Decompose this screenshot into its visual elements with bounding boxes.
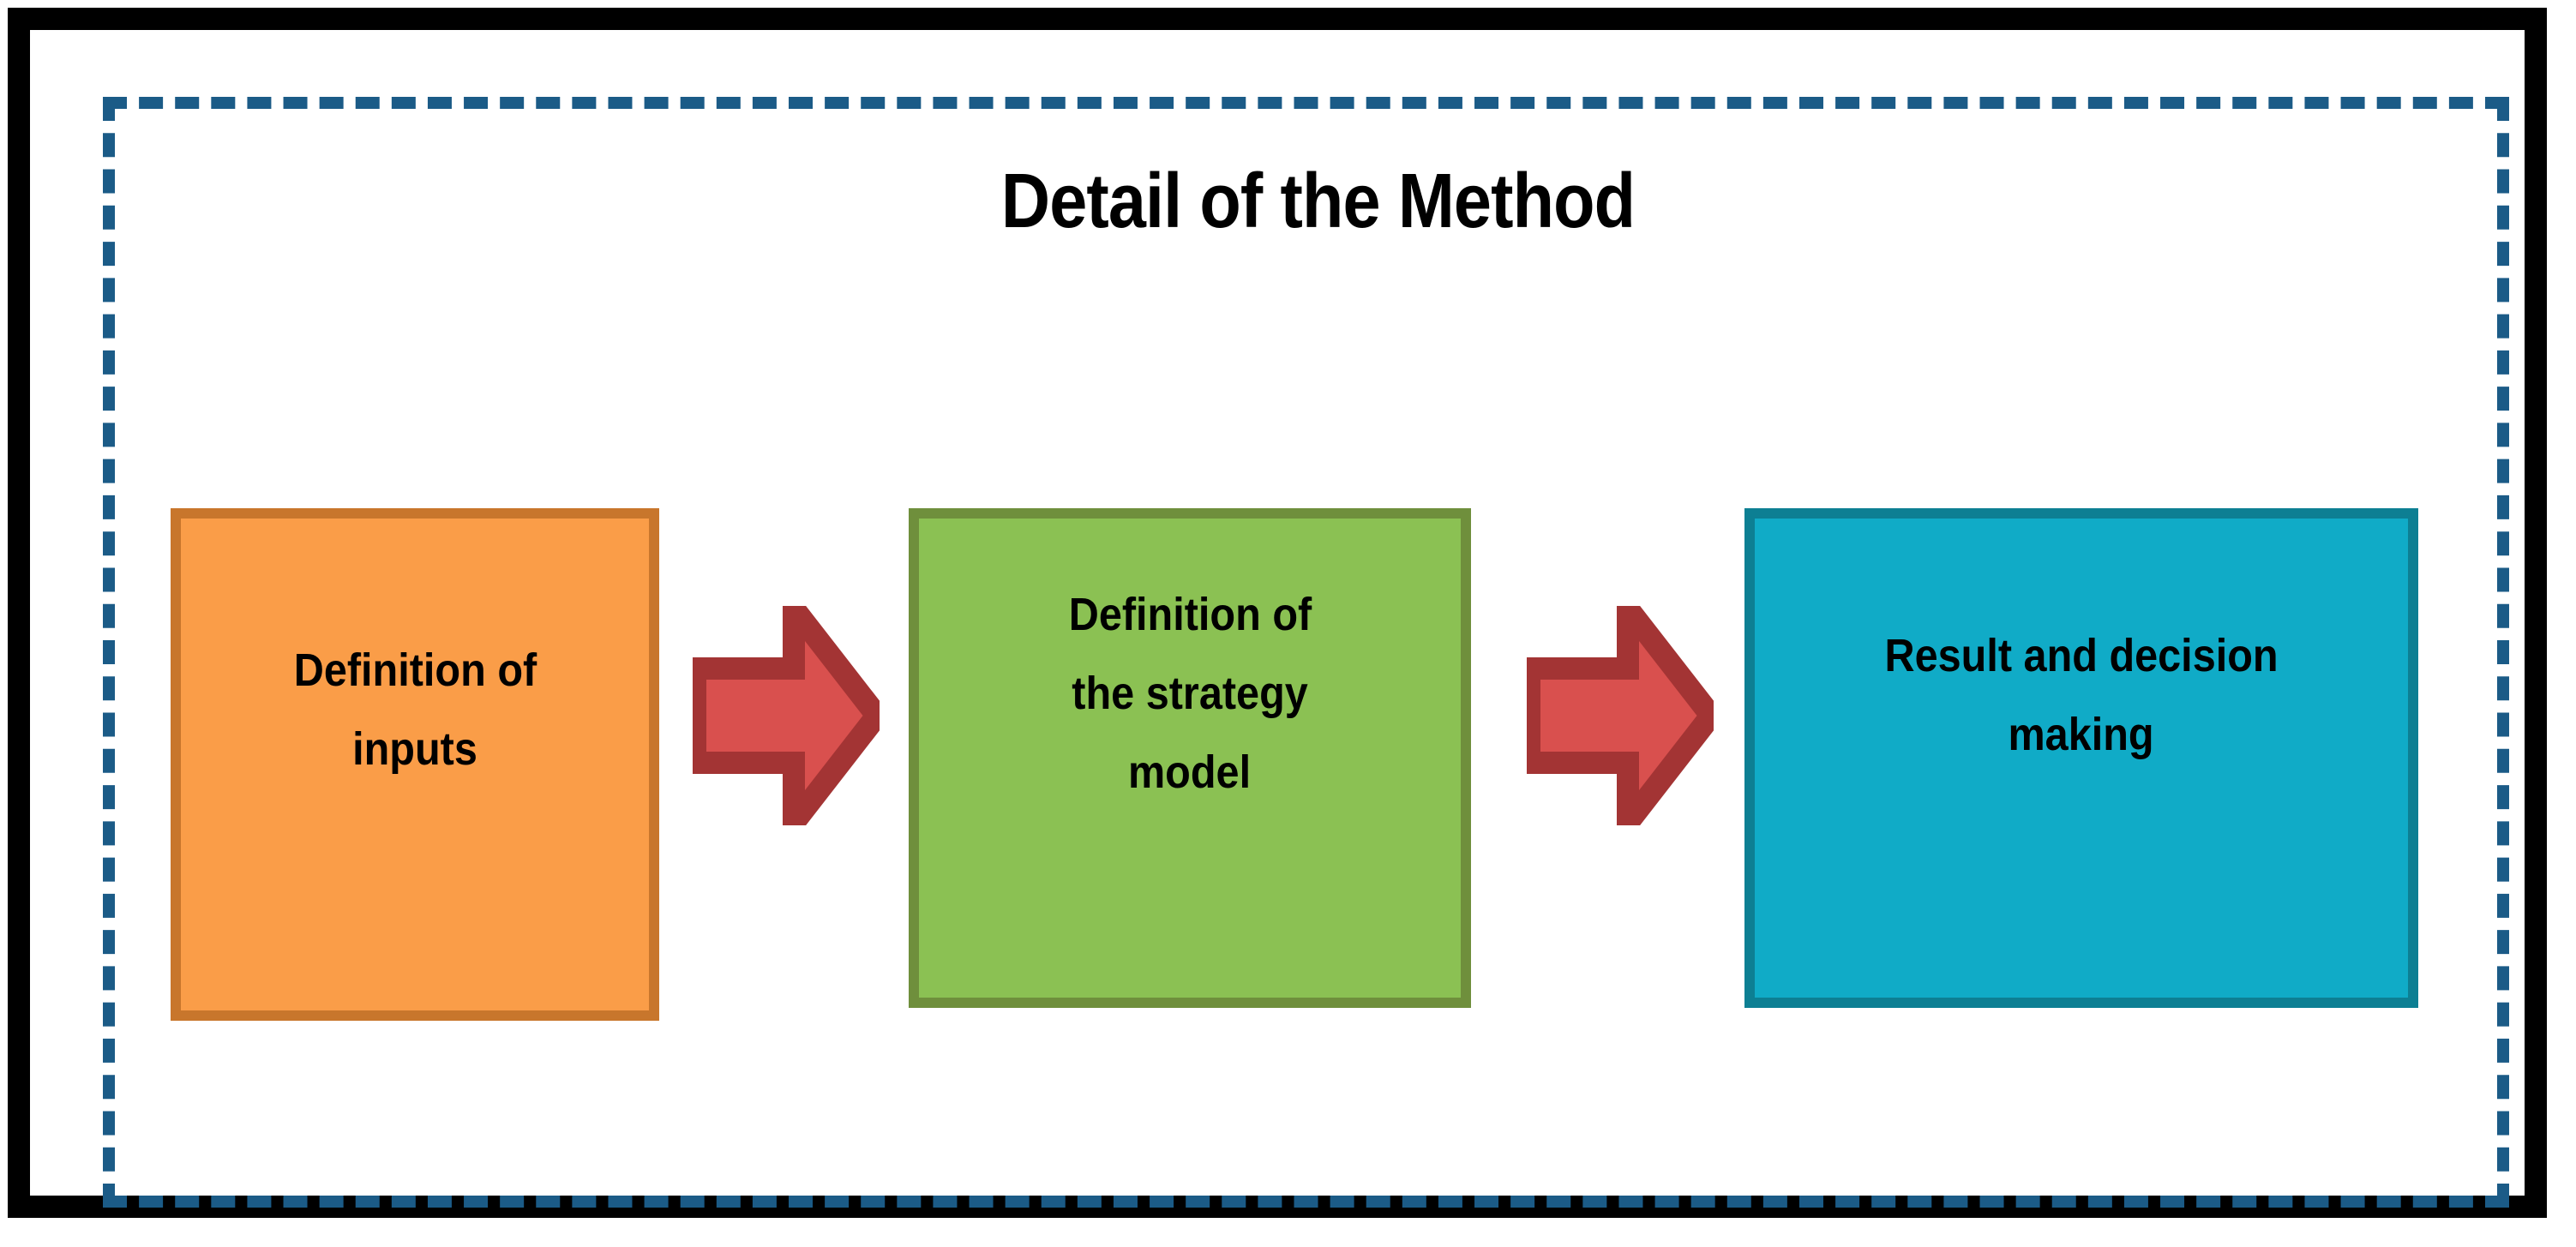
right-arrow-shape xyxy=(1518,576,1726,855)
flow-step-inputs-line-1: Definition of xyxy=(293,644,537,696)
flow-step-strategy-label-stack: Definition of the strategy model xyxy=(919,591,1461,795)
page-title: Detail of the Method xyxy=(1000,159,1636,244)
outer-black-frame: Detail of the Method Definition of input… xyxy=(8,8,2547,1218)
right-arrow-icon-svg xyxy=(684,576,892,855)
flow-step-result-label-stack: Result and decision making xyxy=(1755,632,2408,758)
right-arrow-icon xyxy=(684,576,892,855)
flow-step-result-line-1: Result and decision xyxy=(1884,630,2279,681)
right-arrow-shape xyxy=(684,576,892,855)
flow-step-strategy: Definition of the strategy model xyxy=(909,508,1471,1008)
flow-step-strategy-line-3: model xyxy=(1128,746,1252,798)
right-arrow-icon-svg xyxy=(1518,576,1726,855)
flow-step-result-line-2: making xyxy=(2008,709,2155,760)
flow-step-inputs-line-2: inputs xyxy=(352,723,477,775)
flow-step-inputs-label-stack: Definition of inputs xyxy=(181,647,649,772)
flow-step-strategy-line-2: the strategy xyxy=(1072,668,1308,719)
dashed-inner-frame xyxy=(103,97,2509,1208)
flow-step-inputs: Definition of inputs xyxy=(171,508,659,1021)
flow-step-result: Result and decision making xyxy=(1744,508,2418,1008)
flow-step-strategy-line-1: Definition of xyxy=(1068,589,1312,640)
right-arrow-icon xyxy=(1518,576,1726,855)
